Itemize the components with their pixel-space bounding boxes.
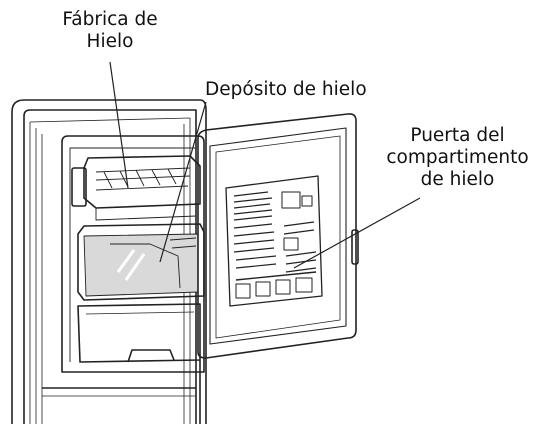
ice-bin-label-text: Depósito de hielo	[205, 79, 367, 100]
cabinet-outline	[11, 99, 207, 424]
door-label-line-3: de hielo	[420, 169, 495, 190]
compartment-door	[197, 113, 359, 424]
compartment-door-label: Puerta del compartimento de hielo	[365, 125, 550, 191]
door-label-line-1: Puerta del	[410, 125, 505, 146]
ice-bin	[77, 223, 205, 301]
ice-maker-unit	[71, 155, 201, 221]
ice-maker-label-line-2: Hielo	[86, 31, 134, 52]
leader-ice-bin	[159, 101, 207, 263]
ice-bin-label: Depósito de hielo	[205, 79, 367, 101]
leader-compartment-door	[293, 197, 421, 269]
lower-tray	[77, 303, 201, 363]
instruction-sheet-icon	[225, 175, 323, 307]
leader-ice-maker	[109, 61, 129, 189]
cabinet-inner-edge	[23, 109, 197, 424]
ice-maker-label: Fábrica de Hielo	[40, 9, 180, 53]
ice-maker-label-line-1: Fábrica de	[62, 9, 158, 30]
door-label-line-2: compartimento	[386, 147, 529, 168]
